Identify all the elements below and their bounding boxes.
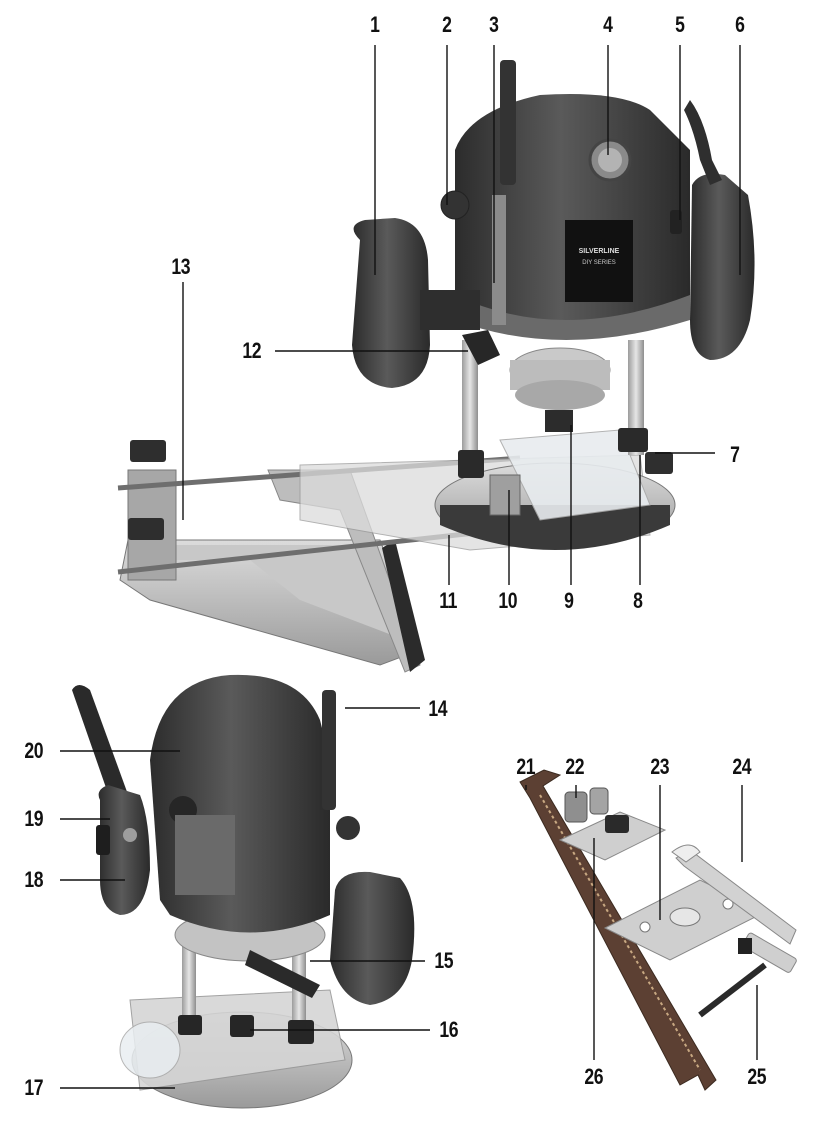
plunge-lock-lever xyxy=(462,330,500,365)
power-cable xyxy=(684,100,722,185)
accessories-illustration xyxy=(519,769,797,1091)
callout-24: 24 xyxy=(732,754,752,779)
dust-port xyxy=(119,1021,181,1079)
callout-5: 5 xyxy=(675,12,685,37)
router-base xyxy=(434,429,676,550)
trammel-bar xyxy=(698,962,767,1018)
rear-handle xyxy=(330,871,415,1005)
rear-depth-rod xyxy=(322,690,336,810)
callout-1: 1 xyxy=(370,12,380,37)
callout-13: 13 xyxy=(171,254,191,279)
switch-handle xyxy=(98,785,150,915)
logo-series-text: DIY SERIES xyxy=(582,260,616,266)
callout-12: 12 xyxy=(242,338,262,363)
callout-23: 23 xyxy=(650,754,670,779)
callout-4: 4 xyxy=(603,12,613,37)
callout-11: 11 xyxy=(439,588,458,613)
callout-15: 15 xyxy=(434,948,454,973)
callout-19: 19 xyxy=(24,806,44,831)
callout-22: 22 xyxy=(565,754,585,779)
callout-2: 2 xyxy=(442,12,452,37)
callout-7: 7 xyxy=(730,442,740,467)
callout-9: 9 xyxy=(564,588,574,613)
spindle-lock xyxy=(545,410,573,432)
callout-26: 26 xyxy=(584,1064,604,1089)
callout-10: 10 xyxy=(498,588,518,613)
lock-off-button xyxy=(123,828,137,842)
right-handle xyxy=(690,173,755,360)
rear-lock-lever xyxy=(245,950,320,998)
callout-21: 21 xyxy=(516,754,536,779)
callout-8: 8 xyxy=(633,588,643,613)
depth-stop-rod xyxy=(500,60,516,185)
callout-16: 16 xyxy=(439,1017,459,1042)
rear-power-cable xyxy=(72,685,130,805)
logo-brand-text: SILVERLINE xyxy=(579,248,620,255)
callout-25: 25 xyxy=(747,1064,767,1089)
collet-b xyxy=(589,787,609,815)
rear-router-illustration xyxy=(72,674,415,1109)
callout-3: 3 xyxy=(489,12,499,37)
left-handle xyxy=(352,218,430,388)
trigger-switch xyxy=(96,825,110,855)
callout-20: 20 xyxy=(24,738,44,763)
callout-18: 18 xyxy=(24,867,44,892)
callout-14: 14 xyxy=(428,696,448,721)
plunge-column-left xyxy=(462,340,478,470)
callout-17: 17 xyxy=(24,1075,44,1100)
guide-bracket xyxy=(558,811,667,861)
main-router-illustration: SILVERLINE DIY SERIES xyxy=(117,60,755,673)
depth-knob xyxy=(440,190,470,220)
rating-label xyxy=(175,815,235,895)
callout-6: 6 xyxy=(735,12,745,37)
logo-panel xyxy=(565,220,633,302)
lock-button xyxy=(670,210,682,234)
plunge-column-right xyxy=(628,340,644,455)
leader-lines xyxy=(60,45,758,1089)
